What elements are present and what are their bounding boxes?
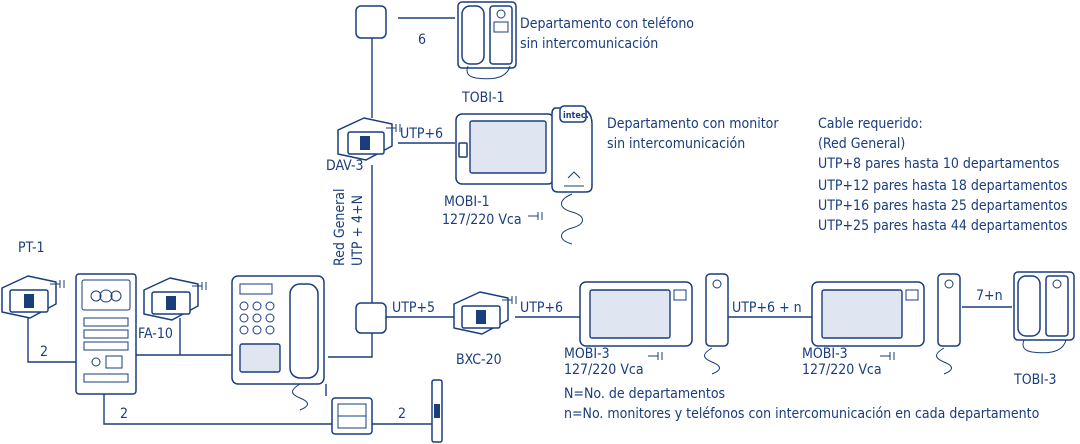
concierge-phone <box>231 275 325 411</box>
fa10-power-supply <box>143 277 207 321</box>
tobi1-description-line1: Departamento con teléfono <box>520 16 694 32</box>
wire-pt1-panel <box>27 318 76 363</box>
wire-jbox-phone <box>328 332 373 358</box>
cable-label-utp6-bxc: UTP+6 <box>520 300 563 316</box>
door-panel <box>75 273 137 395</box>
tobi3-label: TOBI-3 <box>1013 372 1057 388</box>
mobi3a-label: MOBI-3 <box>564 346 610 362</box>
mobi3-monitor-b <box>811 273 961 375</box>
mobi3a-power-label: 127/220 Vca <box>564 362 644 378</box>
cable-info-line: UTP+12 pares hasta 18 departamentos <box>818 178 1067 194</box>
cable-info-heading: Cable requerido: <box>818 116 923 132</box>
monitor-brand-label: intec. <box>563 111 589 121</box>
mobi3b-label: MOBI-3 <box>802 346 848 362</box>
mobi1-monitor: intec. <box>455 105 593 245</box>
transformer <box>331 397 373 435</box>
cable-label-utp6n: UTP+6 + n <box>732 300 802 316</box>
labels: 6 Departamento con teléfono sin intercom… <box>18 16 1067 422</box>
junction-box-middle <box>355 302 387 334</box>
mobi3b-power-label: 127/220 Vca <box>802 362 882 378</box>
cable-info-subheading: (Red General) <box>818 136 905 152</box>
tobi1-description-line2: sin intercomunicación <box>520 36 658 52</box>
dav3-label: DAV-3 <box>326 158 364 174</box>
red-general-label-line1: Red General <box>332 188 348 266</box>
door-lock <box>431 379 443 443</box>
wire-panel-transformer <box>103 392 332 425</box>
cable-label-sevenn: 7+n <box>976 288 1003 304</box>
cable-label-pt1-two: 2 <box>40 344 48 360</box>
connection-lines <box>27 17 1012 425</box>
mobi1-label: MOBI-1 <box>444 194 490 210</box>
red-general-label-line2: UTP + 4+N <box>350 195 366 266</box>
cable-info-line: UTP+25 pares hasta 44 departamentos <box>818 218 1067 234</box>
cable-label-bottom-two: 2 <box>120 406 128 422</box>
tobi3-phone <box>1013 271 1075 354</box>
cable-label-utp6-top: UTP+6 <box>400 126 443 142</box>
bxc20-label: BXC-20 <box>456 352 502 368</box>
legend-N: N=No. de departamentos <box>564 386 725 402</box>
cable-label-utp5: UTP+5 <box>392 300 435 316</box>
tobi1-phone <box>457 1 517 80</box>
fa10-label: FA-10 <box>138 326 173 342</box>
tobi1-label: TOBI-1 <box>461 90 505 106</box>
mobi1-description-line1: Departamento con monitor <box>607 116 779 132</box>
cable-info-line: UTP+16 pares hasta 25 departamentos <box>818 198 1067 214</box>
junction-box-top <box>355 5 387 39</box>
dav3-distributor <box>337 117 401 161</box>
cable-label-six: 6 <box>418 32 426 48</box>
keypad <box>239 301 275 335</box>
mobi1-description-line2: sin intercomunicación <box>607 136 745 152</box>
pt1-power-supply <box>1 275 65 319</box>
cable-label-lock-two: 2 <box>398 406 406 422</box>
pt1-label: PT-1 <box>18 240 45 256</box>
legend-n: n=No. monitores y teléfonos con intercom… <box>564 406 1040 422</box>
bxc20-distributor <box>453 291 517 335</box>
mobi1-power-label: 127/220 Vca <box>442 212 522 228</box>
cable-info-line: UTP+8 pares hasta 10 departamentos <box>818 156 1059 172</box>
mobi3-monitor-a <box>579 273 729 375</box>
